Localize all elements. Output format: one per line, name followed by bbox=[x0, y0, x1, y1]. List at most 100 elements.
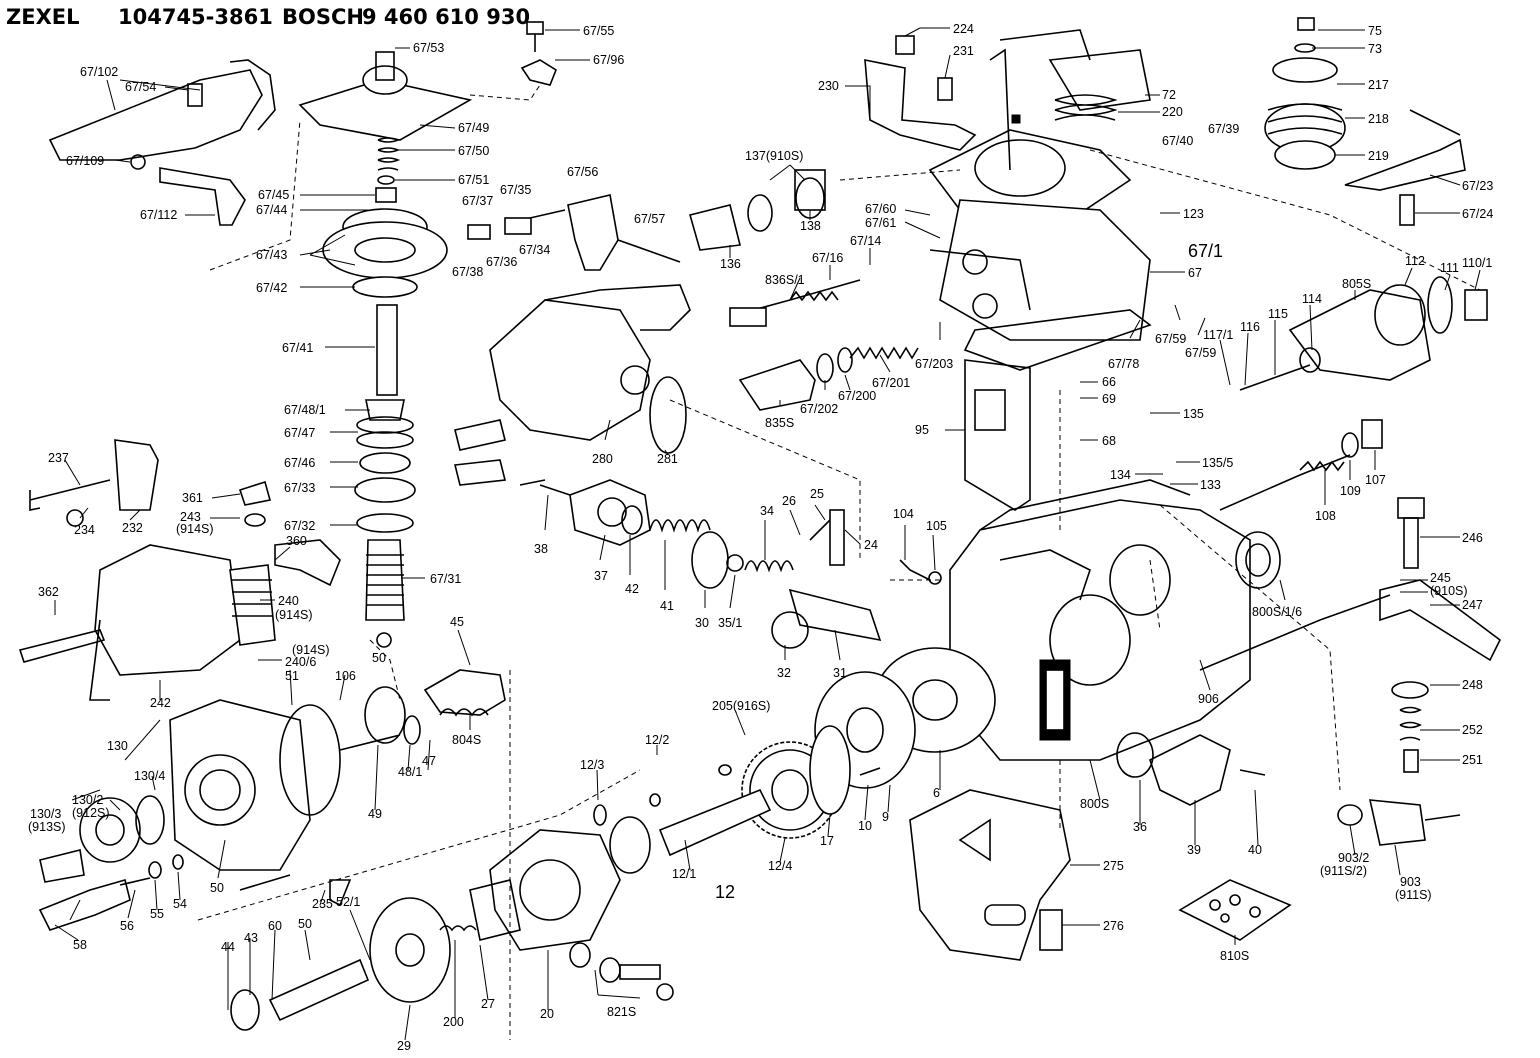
assembly-dashed-lines bbox=[197, 84, 1481, 1040]
label-67-36: 67/36 bbox=[486, 255, 517, 269]
label-243: 243 bbox=[180, 510, 201, 524]
label-245: 245 bbox=[1430, 571, 1451, 585]
label-67-96: 67/96 bbox=[593, 53, 624, 67]
label-136: 136 bbox=[720, 257, 741, 271]
label-246: 246 bbox=[1462, 531, 1483, 545]
label-200: 200 bbox=[443, 1015, 464, 1029]
label-50-a: 50 bbox=[210, 881, 224, 895]
label-67-41: 67/41 bbox=[282, 341, 313, 355]
label-32: 32 bbox=[777, 666, 791, 680]
label-67-46: 67/46 bbox=[284, 456, 315, 470]
label-219: 219 bbox=[1368, 149, 1389, 163]
label-810s: 810S bbox=[1220, 949, 1249, 963]
label-24: 24 bbox=[864, 538, 878, 552]
label-54: 54 bbox=[173, 897, 187, 911]
label-217: 217 bbox=[1368, 78, 1389, 92]
label-36: 36 bbox=[1133, 820, 1147, 834]
label-912s: (912S) bbox=[72, 806, 110, 820]
label-224: 224 bbox=[953, 22, 974, 36]
label-9: 9 bbox=[882, 810, 889, 824]
label-130-3: 130/3 bbox=[30, 807, 61, 821]
label-75: 75 bbox=[1368, 24, 1382, 38]
label-67-23: 67/23 bbox=[1462, 179, 1493, 193]
label-251: 251 bbox=[1462, 753, 1483, 767]
label-123: 123 bbox=[1183, 207, 1204, 221]
label-25: 25 bbox=[810, 487, 824, 501]
label-67-61: 67/61 bbox=[865, 216, 896, 230]
label-218: 218 bbox=[1368, 112, 1389, 126]
label-910s: (910S) bbox=[1430, 584, 1468, 598]
brand-bosch: BOSCH bbox=[282, 5, 364, 29]
label-20: 20 bbox=[540, 1007, 554, 1021]
label-903-2: 903/2 bbox=[1338, 851, 1369, 865]
label-12-1: 12/1 bbox=[672, 867, 696, 881]
label-67: 67 bbox=[1188, 266, 1202, 280]
label-50-b: 50 bbox=[298, 917, 312, 931]
label-237: 237 bbox=[48, 451, 69, 465]
label-67-37: 67/37 bbox=[462, 194, 493, 208]
label-67-200: 67/200 bbox=[838, 389, 876, 403]
label-252: 252 bbox=[1462, 723, 1483, 737]
label-112: 112 bbox=[1405, 254, 1425, 268]
bosch-part-number: 9 460 610 930 bbox=[362, 5, 530, 29]
label-903: 903 bbox=[1400, 875, 1421, 889]
label-41: 41 bbox=[660, 599, 674, 613]
label-26: 26 bbox=[782, 494, 796, 508]
label-108: 108 bbox=[1315, 509, 1336, 523]
label-39: 39 bbox=[1187, 843, 1201, 857]
label-130: 130 bbox=[107, 739, 128, 753]
label-67-47: 67/47 bbox=[284, 426, 315, 440]
label-17: 17 bbox=[820, 834, 834, 848]
label-67-201: 67/201 bbox=[872, 376, 910, 390]
label-58: 58 bbox=[73, 938, 87, 952]
label-130-4: 130/4 bbox=[134, 769, 165, 783]
label-135: 135 bbox=[1183, 407, 1204, 421]
label-12-2: 12/2 bbox=[645, 733, 669, 747]
label-234: 234 bbox=[74, 523, 95, 537]
label-360: 360 bbox=[286, 534, 307, 548]
label-914s-a: (914S) bbox=[176, 522, 214, 536]
label-67-203: 67/203 bbox=[915, 357, 953, 371]
label-67-24: 67/24 bbox=[1462, 207, 1493, 221]
label-230: 230 bbox=[818, 79, 839, 93]
label-44: 44 bbox=[221, 940, 235, 954]
label-107: 107 bbox=[1365, 473, 1386, 487]
label-67-40: 67/40 bbox=[1162, 134, 1193, 148]
label-232: 232 bbox=[122, 521, 143, 535]
label-67-45: 67/45 bbox=[258, 188, 289, 202]
label-12-3: 12/3 bbox=[580, 758, 604, 772]
label-47: 47 bbox=[422, 754, 436, 768]
label-67-44: 67/44 bbox=[256, 203, 287, 217]
label-240-6: 240/6 bbox=[285, 655, 316, 669]
label-836s-1: 836S/1 bbox=[765, 273, 805, 287]
label-67-202: 67/202 bbox=[800, 402, 838, 416]
label-235: 235 bbox=[312, 897, 333, 911]
header: ZEXEL 104745-3861 BOSCH 9 460 610 930 bbox=[6, 5, 530, 29]
label-914s-c: (914S) bbox=[292, 643, 330, 657]
label-67-59-b: 67/59 bbox=[1185, 346, 1216, 360]
label-37: 37 bbox=[594, 569, 608, 583]
label-137-910s: 137(910S) bbox=[745, 149, 803, 163]
label-361: 361 bbox=[182, 491, 203, 505]
label-109: 109 bbox=[1340, 484, 1361, 498]
label-67-34: 67/34 bbox=[519, 243, 550, 257]
label-40: 40 bbox=[1248, 843, 1262, 857]
label-67-56: 67/56 bbox=[567, 165, 598, 179]
label-60: 60 bbox=[268, 919, 282, 933]
label-911s: (911S) bbox=[1395, 888, 1432, 902]
label-34: 34 bbox=[760, 504, 774, 518]
label-67-14: 67/14 bbox=[850, 234, 881, 248]
label-130-2: 130/2 bbox=[72, 793, 103, 807]
label-31: 31 bbox=[833, 666, 847, 680]
label-248: 248 bbox=[1462, 678, 1483, 692]
label-67-60: 67/60 bbox=[865, 202, 896, 216]
leader-lines bbox=[54, 27, 1481, 1041]
label-67-35: 67/35 bbox=[500, 183, 531, 197]
label-138: 138 bbox=[800, 219, 821, 233]
label-49: 49 bbox=[368, 807, 382, 821]
label-48-1: 48/1 bbox=[398, 765, 422, 779]
label-804s: 804S bbox=[452, 733, 481, 747]
label-67-53: 67/53 bbox=[413, 41, 444, 55]
label-231: 231 bbox=[953, 44, 974, 58]
label-67-109: 67/109 bbox=[66, 154, 104, 168]
